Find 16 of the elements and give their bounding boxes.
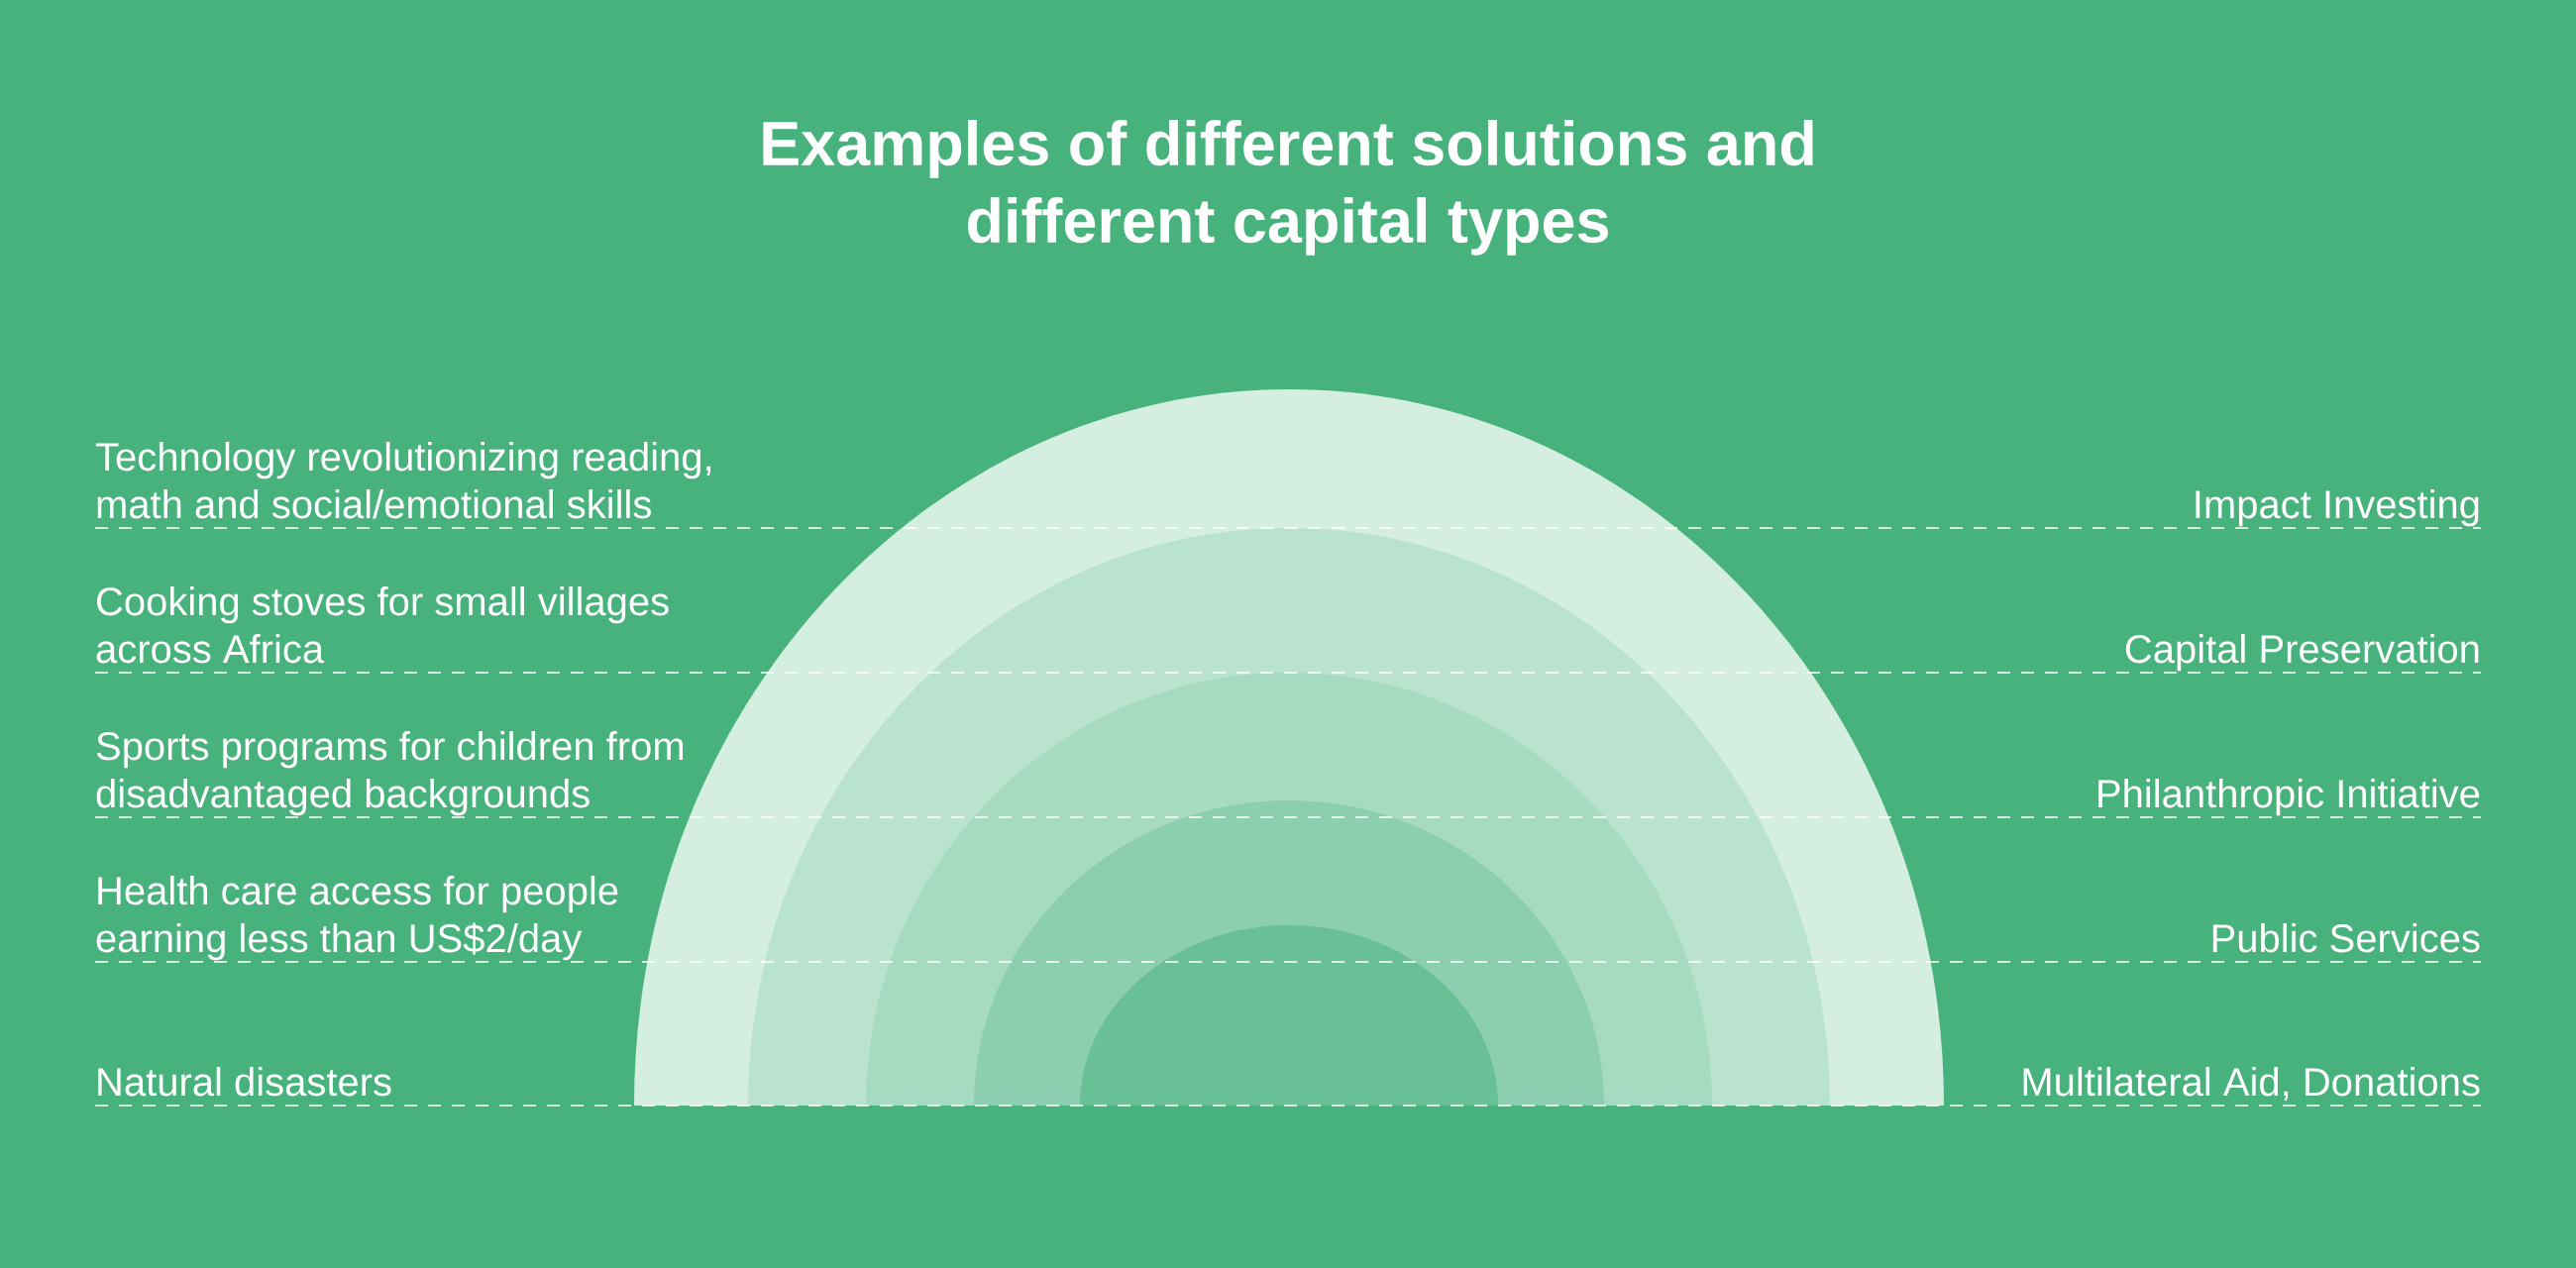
solution-text: Technology revolutionizing reading, math and social/emotional skills — [95, 442, 711, 519]
solution-text: Cooking stoves for small villages across Africa — [96, 586, 669, 664]
solution-text: Natural disasters — [98, 1067, 391, 1097]
solution-text: Health care access for people earning less than US$2/day — [96, 876, 618, 961]
capital-type-text: Capital Preservation — [2125, 634, 2479, 672]
dashed-line — [94, 1105, 2482, 1107]
solution-text: Sports programs for children from disadvantaged backgrounds — [96, 731, 684, 816]
capital-type-text: Multilateral Aid, Donations — [2023, 1067, 2480, 1102]
capital-type-text: Impact Investing — [2196, 489, 2479, 527]
dashed-line — [94, 961, 2482, 963]
dashed-line — [94, 816, 2482, 818]
dashed-line — [94, 672, 2482, 674]
title: Examples of different solutions and different capital types — [763, 120, 1813, 256]
capital-type-text: Public Services — [2212, 923, 2480, 953]
dashed-line — [94, 527, 2482, 529]
capital-type-text: Philanthropic Initiative — [2098, 779, 2480, 816]
